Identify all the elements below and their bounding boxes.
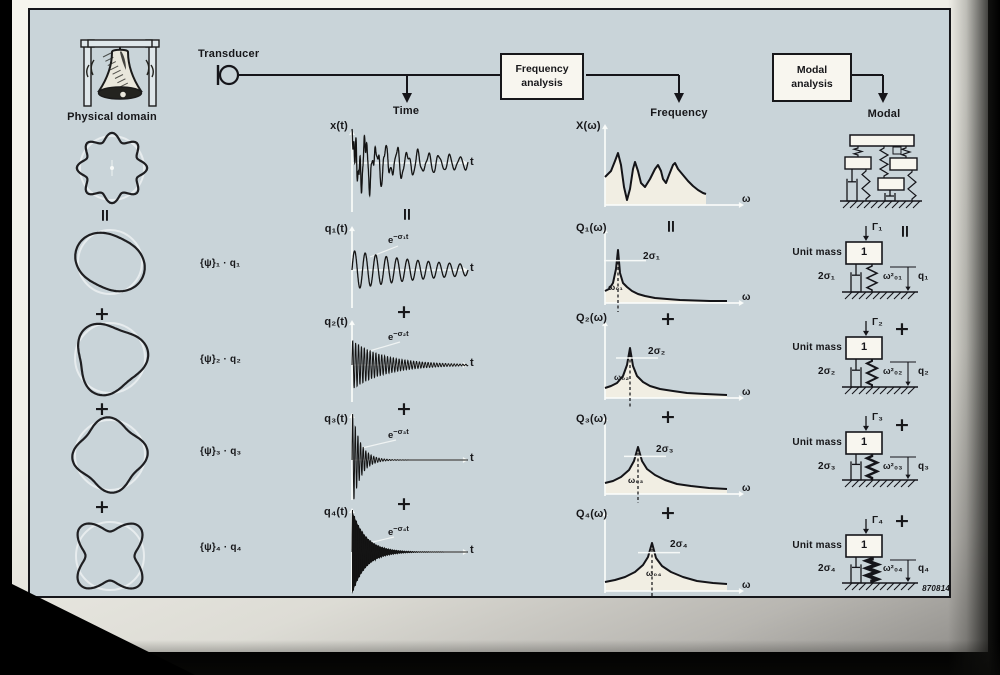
time-signal-label: x(t)	[330, 120, 348, 132]
figure-number: 870814	[922, 584, 950, 593]
modal-damping-label: 2σ₃	[818, 461, 836, 472]
time-signal-label: q₄(t)	[324, 506, 348, 518]
omega-axis-label: ω	[742, 580, 751, 591]
plus-symbol: +	[395, 301, 413, 323]
resonance-frequency-label: ω₀₁	[608, 282, 624, 292]
plus-symbol: +	[93, 398, 111, 420]
mode-vector-label: {ψ}₂ · q₂	[200, 354, 241, 365]
modal-analysis-box: Modal analysis	[772, 53, 852, 102]
plus-symbol: +	[893, 318, 911, 340]
mass-value: 1	[860, 341, 868, 353]
time-signal-label: q₁(t)	[324, 223, 348, 235]
spectrum-label: Q₄(ω)	[576, 508, 608, 520]
modal-force-label: Γ₃	[872, 412, 884, 423]
spectrum-label: X(ω)	[576, 120, 601, 132]
plus-symbol: +	[893, 510, 911, 532]
equals-symbol: =	[396, 207, 417, 222]
bandwidth-label: 2σ₁	[643, 251, 661, 262]
modal-stiffness-label: ω²₀₄	[883, 563, 903, 573]
modal-force-label: Γ₂	[872, 317, 883, 328]
modal-coordinate-label: q₄	[918, 563, 930, 574]
omega-axis-label: ω	[742, 194, 751, 205]
spectrum-label: Q₃(ω)	[576, 413, 608, 425]
omega-axis-label: ω	[742, 292, 751, 303]
bandwidth-label: 2σ₃	[656, 444, 674, 455]
modal-system-sketch	[840, 134, 922, 209]
envelope-label: e−σ₁t	[388, 232, 409, 246]
frequency-analysis-box: Frequency analysis	[500, 53, 584, 100]
modal-damping-label: 2σ₂	[818, 366, 836, 377]
modal-damping-label: 2σ₄	[818, 563, 836, 574]
mass-value: 1	[860, 436, 868, 448]
plus-symbol: +	[395, 493, 413, 515]
modal-coordinate-label: q₁	[918, 271, 929, 282]
resonance-frequency-label: ω₀₃	[628, 475, 644, 485]
time-signal-label: q₂(t)	[324, 316, 348, 328]
frequency-domain-header: Frequency	[650, 107, 708, 119]
modal-coordinate-label: q₃	[918, 461, 930, 472]
modal-force-label: Γ₄	[872, 515, 884, 526]
modal-stiffness-label: ω²₀₂	[883, 366, 903, 376]
t-axis-label: t	[470, 357, 474, 369]
unit-mass-label: Unit mass	[792, 342, 842, 353]
equals-symbol: =	[894, 224, 915, 239]
envelope-label: e−σ₂t	[388, 329, 409, 343]
time-domain-header: Time	[392, 105, 420, 117]
plus-symbol: +	[659, 502, 677, 524]
modal-stiffness-label: ω²₀₃	[883, 461, 903, 471]
plus-symbol: +	[659, 308, 677, 330]
plus-symbol: +	[93, 303, 111, 325]
unit-mass-label: Unit mass	[792, 247, 842, 258]
plus-symbol: +	[893, 414, 911, 436]
omega-axis-label: ω	[742, 387, 751, 398]
equals-symbol: =	[660, 219, 681, 234]
envelope-label: e−σ₃t	[388, 427, 409, 441]
mass-value: 1	[860, 539, 868, 551]
plus-symbol: +	[659, 406, 677, 428]
equals-symbol: =	[94, 208, 115, 223]
ink-curves	[71, 128, 918, 596]
mode-vector-label: {ψ}₃ · q₃	[200, 446, 242, 457]
physical-domain-caption: Physical domain	[67, 111, 157, 123]
modal-coordinate-label: q₂	[918, 366, 929, 377]
spectrum-label: Q₂(ω)	[576, 312, 608, 324]
modal-damping-label: 2σ₁	[818, 271, 836, 282]
mode-vector-label: {ψ}₄ · q₄	[200, 542, 242, 553]
modal-stiffness-label: ω²₀₁	[883, 271, 903, 281]
unit-mass-label: Unit mass	[792, 540, 842, 551]
spectrum-label: Q₁(ω)	[576, 222, 607, 234]
page-edge-shadow	[948, 0, 1000, 675]
resonance-frequency-label: ω₀₂	[614, 372, 630, 382]
mass-value: 1	[860, 246, 868, 258]
t-axis-label: t	[470, 156, 474, 168]
time-signal-label: q₃(t)	[324, 413, 348, 425]
modal-domain-header: Modal	[867, 108, 901, 120]
plus-symbol: +	[395, 398, 413, 420]
omega-axis-label: ω	[742, 483, 751, 494]
t-axis-label: t	[470, 262, 474, 274]
figure-panel: Transducer Frequency analysis Modal anal…	[28, 8, 951, 598]
signal-flow-lines	[216, 64, 888, 103]
transducer-icon	[218, 64, 240, 86]
t-axis-label: t	[470, 544, 474, 556]
envelope-label: e−σ₄t	[388, 524, 409, 538]
bandwidth-label: 2σ₄	[670, 539, 688, 550]
bell-sketch	[80, 39, 160, 107]
resonance-frequency-label: ω₀₄	[646, 568, 662, 578]
modal-force-label: Γ₁	[872, 222, 883, 233]
t-axis-label: t	[470, 452, 474, 464]
plus-symbol: +	[93, 496, 111, 518]
transducer-label: Transducer	[198, 48, 260, 60]
unit-mass-label: Unit mass	[792, 437, 842, 448]
mode-vector-label: {ψ}₁ · q₁	[200, 258, 241, 269]
diagram-canvas	[71, 39, 922, 596]
bandwidth-label: 2σ₂	[648, 346, 666, 357]
